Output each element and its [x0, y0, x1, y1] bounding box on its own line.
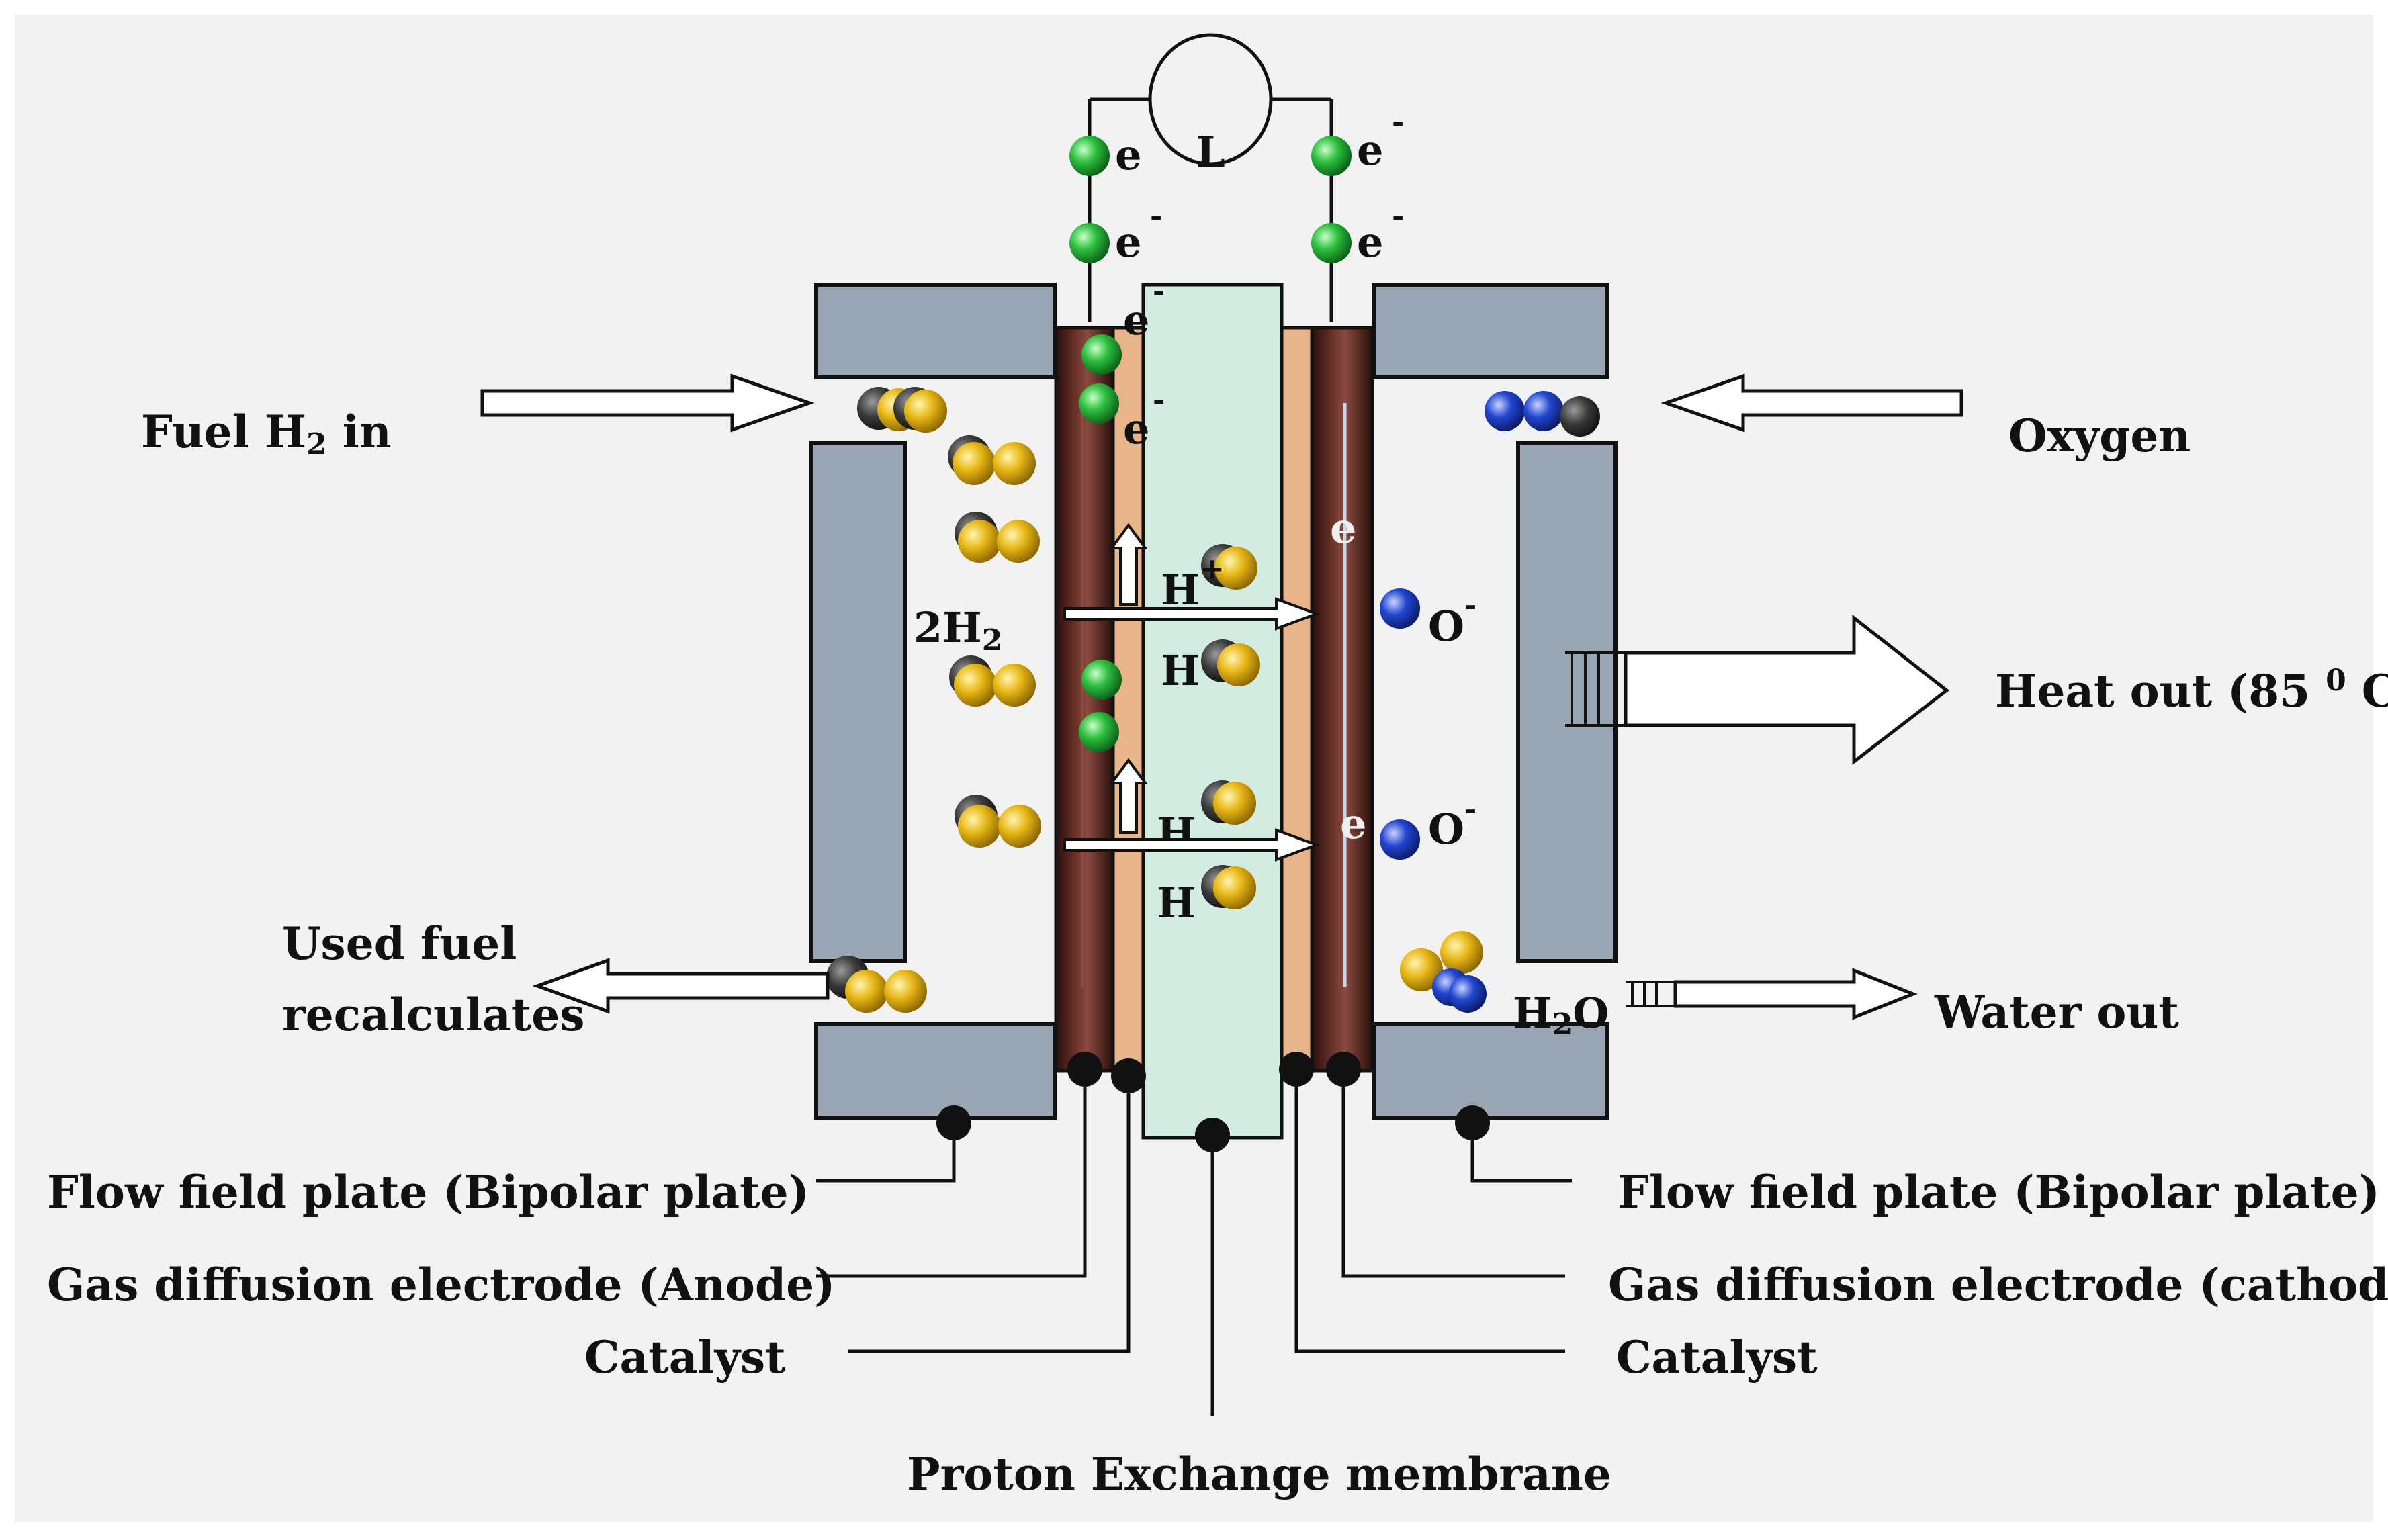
leader-dots — [936, 1052, 1490, 1152]
hydrogen-2h2-label: 2H2 — [914, 603, 1002, 658]
water-out-arrow — [1673, 968, 1918, 1020]
fuel-in-arrow — [480, 373, 815, 433]
cathode-electrode — [1310, 326, 1374, 1073]
svg-text:-: - — [1464, 588, 1476, 623]
leader-flow-plate-right — [1470, 1123, 1572, 1183]
load-label: L — [1196, 128, 1225, 177]
flow-arrows — [480, 373, 1963, 1020]
anode-plate-top — [814, 283, 1057, 379]
protons — [1201, 544, 1260, 909]
leader-cathode — [1341, 1069, 1565, 1278]
svg-text:H: H — [1161, 565, 1200, 615]
water-out-arrow-stripes — [1626, 981, 1675, 1007]
svg-text:O: O — [1428, 805, 1464, 854]
svg-text:e: e — [1115, 218, 1141, 267]
oxygen-in-arrow — [1661, 373, 1963, 433]
proton-labels: H + H H H — [1157, 552, 1225, 927]
svg-text:H: H — [1157, 878, 1196, 927]
svg-text:e: e — [1357, 218, 1383, 267]
svg-text:e: e — [1115, 130, 1141, 179]
electron-ball — [1069, 223, 1110, 263]
cathode-plate-middle — [1516, 441, 1618, 963]
used-fuel-arrow — [532, 958, 830, 1014]
electron-ball — [1079, 712, 1119, 752]
anode-label: Gas diffusion electrode (Anode) — [47, 1259, 835, 1311]
load-circle — [1148, 33, 1273, 166]
anode-plate-bottom — [814, 1022, 1057, 1120]
electron-ball — [1311, 136, 1352, 176]
proton-exchange-membrane — [1141, 283, 1284, 1140]
svg-text:-: - — [1153, 274, 1165, 308]
electron-ball — [1081, 660, 1122, 700]
electron-ball — [1081, 334, 1122, 375]
water-molecule — [1400, 931, 1487, 1013]
svg-text:e: e — [1340, 799, 1366, 848]
heat-out-arrow — [1624, 614, 1950, 766]
leader-lines — [816, 1069, 1572, 1416]
anode-plate-middle — [809, 441, 907, 963]
electron-labels: e e - e - e - e - e - e e — [1115, 105, 1404, 848]
proton-arrows — [1063, 523, 1321, 862]
svg-text:-: - — [1392, 105, 1404, 139]
svg-text:H: H — [1161, 646, 1200, 695]
leader-catalyst-right — [1294, 1069, 1565, 1353]
oxygen-label: Oxygen — [2008, 410, 2191, 462]
membrane-electrode-assembly — [1054, 283, 1374, 1140]
svg-text:e: e — [1330, 504, 1356, 553]
flow-plate-right-label: Flow field plate (Bipolar plate) — [1618, 1166, 2380, 1218]
used-fuel-label-line1: Used fuel — [282, 917, 517, 970]
svg-text:e: e — [1357, 126, 1383, 175]
catalyst-left-label: Catalyst — [584, 1331, 786, 1384]
heat-out-arrow-stripes — [1565, 651, 1626, 727]
bipolar-plates — [809, 283, 1618, 1120]
svg-text:+: + — [1200, 552, 1225, 586]
membrane-label: Proton Exchange membrane — [907, 1448, 1611, 1500]
cathode-plate-top — [1372, 283, 1609, 379]
svg-text:e: e — [1123, 404, 1149, 453]
svg-text:e: e — [1123, 296, 1149, 345]
electron-ball — [1069, 136, 1110, 176]
svg-text:-: - — [1392, 199, 1404, 233]
oxygen-molecules — [1380, 391, 1600, 860]
catalyst-right-label: Catalyst — [1616, 1331, 1818, 1384]
fuel-in-label: Fuel H2 in — [141, 406, 392, 461]
used-fuel-label-line2: recalculates — [282, 989, 584, 1041]
oxygen-ion-labels: O - O - — [1428, 588, 1476, 854]
hydrogen-molecules — [826, 387, 1041, 1013]
leader-flow-plate-left — [816, 1123, 956, 1183]
cathode-label: Gas diffusion electrode (cathode) — [1608, 1259, 2388, 1311]
electron-ball — [1311, 223, 1352, 263]
svg-text:O: O — [1428, 602, 1464, 651]
leader-anode — [816, 1069, 1087, 1278]
water-out-label: Water out — [1934, 986, 2179, 1038]
heat-out-label: Heat out (85 0 C) — [1995, 664, 2388, 717]
electron-ball — [1079, 383, 1119, 424]
water-label: H2O — [1513, 989, 1609, 1042]
svg-text:-: - — [1464, 792, 1476, 827]
electrons — [1069, 136, 1352, 752]
flow-plate-left-label: Flow field plate (Bipolar plate) — [47, 1166, 809, 1218]
cathode-catalyst — [1280, 326, 1314, 1073]
leader-catalyst-left — [848, 1076, 1131, 1353]
svg-text:-: - — [1153, 383, 1165, 417]
svg-text:-: - — [1150, 199, 1162, 233]
